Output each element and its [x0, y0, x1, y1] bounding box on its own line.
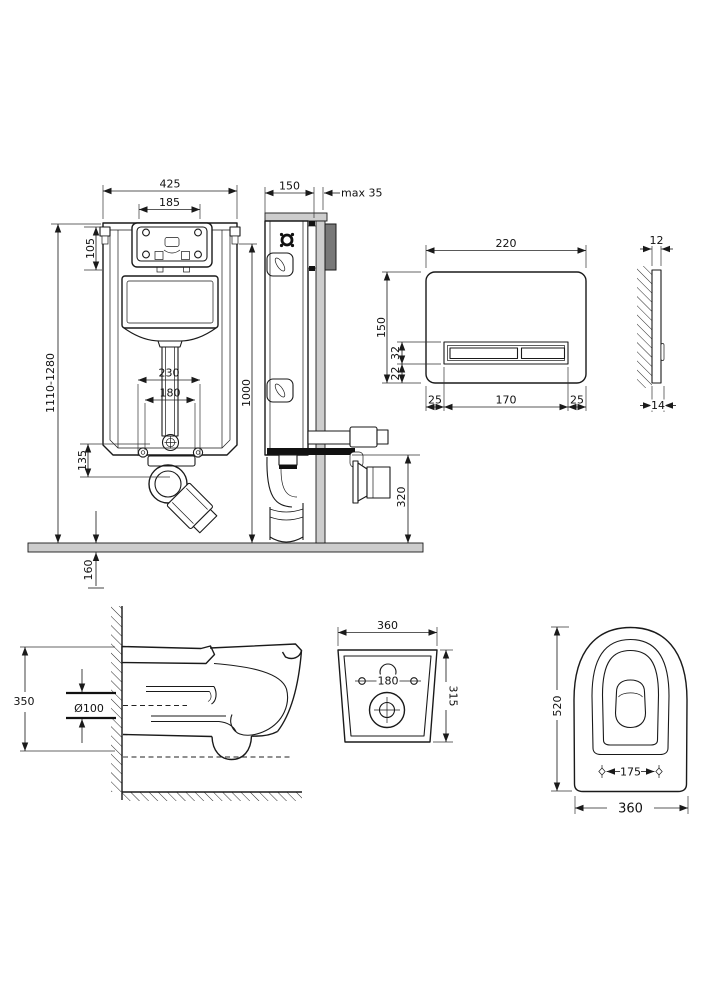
bowl-profile [121, 643, 303, 761]
frame-side-view: 150 max 35 1000 320 [239, 180, 420, 544]
frame-right-clip [229, 226, 241, 237]
frame-front-dimensions: 425 185 105 1110-1280 230 180 135 160 [44, 178, 238, 589]
floor-hatching [122, 792, 302, 801]
dim-seat-fixing-spacing: 175 [620, 766, 641, 779]
small-flush-button [520, 347, 566, 360]
dim-bowl-back-height: 315 [447, 686, 460, 707]
plate-front-view: 220 150 32 22 25 170 25 [375, 237, 587, 411]
flush-plate-side-profile [324, 223, 337, 271]
dim-service-opening: 185 [159, 196, 180, 209]
seat-ring [591, 638, 670, 756]
dim-frame-height: 1000 [240, 379, 253, 407]
floor-section [27, 542, 424, 553]
dim-rod-spacing-outer: 230 [159, 367, 180, 380]
dim-buttons-width: 170 [496, 394, 517, 407]
outlet-mount-plate [267, 448, 355, 455]
cistern-tank [121, 275, 219, 348]
bowl-top-view: 175 520 360 [551, 626, 689, 817]
button-frame [443, 341, 569, 365]
plate-mounting-box [307, 225, 317, 269]
seat-fixing-marks [598, 765, 663, 778]
frame-side-body [264, 220, 309, 456]
drain-elbow-front [148, 464, 218, 534]
fastener-icon [279, 232, 295, 248]
frame-left-clip [99, 226, 111, 237]
dim-button-bottom-offset: 22 [389, 367, 402, 381]
frame-slot-upper [266, 252, 294, 277]
floor-slab [27, 542, 424, 553]
drain-hole [368, 691, 406, 729]
bowl-side-view: 350 Ø100 [14, 606, 303, 801]
water-spot [614, 679, 647, 729]
dim-pipe-diameter: Ø100 [74, 702, 104, 715]
bowl-back-view: 180 360 315 [337, 619, 460, 743]
wall-top-bar [264, 212, 328, 222]
dim-bowl-width: 360 [618, 802, 643, 817]
wall-hatching [637, 266, 652, 388]
plate-side-view: 12 14 [637, 234, 676, 412]
bowl-side-dimensions: 350 Ø100 [14, 646, 116, 752]
wall-hatching [111, 606, 122, 792]
water-supply-pipe [307, 426, 389, 468]
dim-bowl-depth: 520 [551, 696, 564, 717]
dim-outlet-drop: 135 [76, 450, 89, 471]
dim-rod-spacing-inner: 180 [160, 387, 181, 400]
frame-slot-lower [266, 378, 294, 403]
bowl-rim [601, 649, 660, 746]
dim-plate-right-margin: 25 [570, 394, 584, 407]
dim-outlet-height: 320 [395, 487, 408, 508]
dim-below-floor: 160 [82, 560, 95, 581]
dim-height-range: 1110-1280 [44, 353, 57, 413]
dim-plate-width: 220 [496, 237, 517, 250]
drain-elbow-side [266, 454, 304, 543]
frame-body [99, 222, 241, 456]
bowl-back-dimensions: 360 315 [337, 619, 460, 743]
button-bump [660, 343, 665, 361]
dim-plate-thickness-top: 12 [650, 234, 664, 247]
plate-side-slab [651, 269, 662, 384]
dim-plate-left-margin: 25 [428, 394, 442, 407]
dim-frame-depth: 150 [279, 180, 300, 193]
bowl-top-outline [573, 626, 688, 793]
waste-outlet [352, 460, 391, 504]
dim-plate-height: 150 [375, 317, 388, 338]
frame-front-view: 425 185 105 1110-1280 230 180 135 160 [44, 178, 241, 589]
dim-fixing-hole-spacing: 180 [378, 675, 399, 688]
dim-bowl-mount-height: 350 [14, 695, 35, 708]
dim-frame-width: 425 [160, 178, 181, 191]
dim-top-section: 105 [84, 238, 97, 259]
flush-pipe [161, 346, 180, 452]
wall-finish-strip [315, 220, 326, 544]
dim-bowl-back-width: 360 [377, 619, 398, 632]
dim-wall-finish-max: max 35 [341, 187, 382, 200]
plate-side-dimensions: 12 14 [640, 234, 676, 412]
big-flush-button [449, 347, 519, 360]
frame-side-dimensions: 150 max 35 1000 320 [239, 180, 420, 543]
service-opening-box [131, 222, 213, 273]
plate-front-dimensions: 220 150 32 22 25 170 25 [375, 237, 587, 411]
bowl-top-dimensions: 175 520 360 [551, 626, 689, 817]
flush-plate [425, 271, 587, 384]
dim-plate-thickness-bottom: 14 [651, 399, 665, 412]
dim-button-height: 32 [389, 346, 402, 360]
